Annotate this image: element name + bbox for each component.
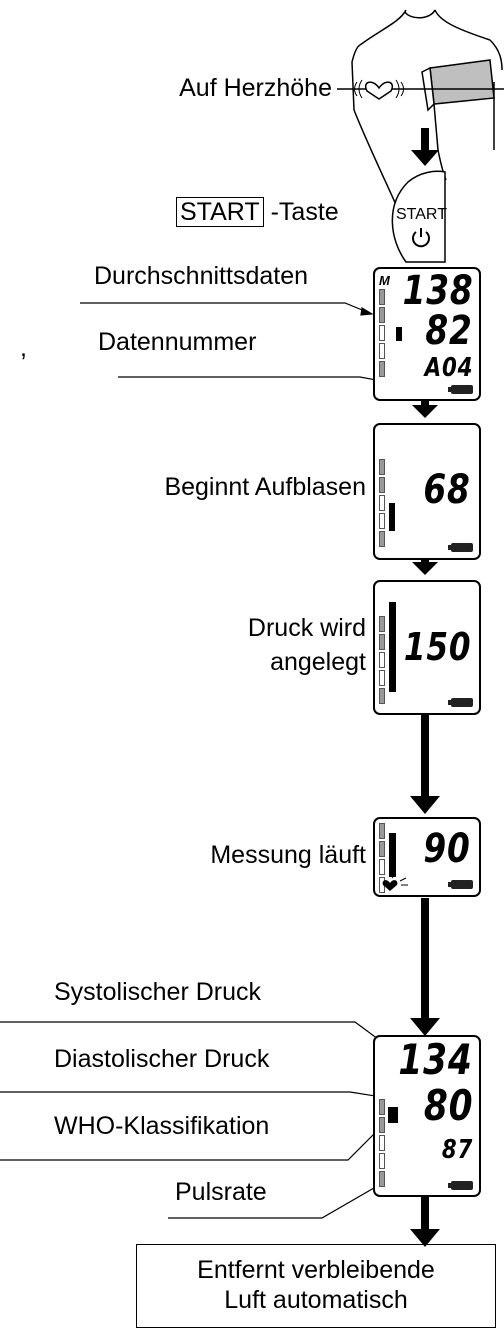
who-label: WHO-Klassifikation	[54, 1112, 270, 1140]
lcd-pressure: 150	[373, 580, 481, 715]
level-mark	[396, 327, 402, 341]
battery-icon	[448, 880, 473, 889]
lcd-value: 90	[423, 826, 471, 872]
lcd-result: 134 80 87	[373, 1035, 481, 1197]
pressure-label-line1: Druck wird	[247, 614, 366, 642]
who-bar-indicator	[379, 459, 385, 549]
lcd-top-value: 138	[402, 268, 473, 314]
lcd-value: 68	[423, 467, 471, 513]
average-data-label: Durchschnittsdaten	[94, 262, 309, 290]
flow-arrows	[410, 128, 440, 1247]
heart-level-label: Auf Herzhöhe	[179, 74, 332, 102]
lcd-diastolic-value: 80	[423, 1081, 473, 1130]
end-step-line1: Entfernt verbleibende	[197, 1256, 435, 1284]
battery-icon	[448, 543, 473, 552]
who-level-mark	[388, 1107, 398, 1123]
cuff-icon	[421, 59, 495, 151]
start-button[interactable]: START	[396, 206, 447, 248]
systolic-label: Systolischer Druck	[54, 978, 261, 1006]
lcd-inflating: 68	[373, 423, 481, 560]
inflating-label: Beginnt Aufblasen	[164, 473, 366, 501]
end-step-box: Entfernt verbleibende Luft automatisch	[136, 1244, 496, 1328]
pressure-bar	[389, 833, 396, 877]
who-bar-indicator	[379, 823, 385, 895]
battery-icon	[448, 1181, 473, 1190]
lcd-value: 150	[403, 625, 471, 669]
start-button-label: START	[396, 206, 447, 223]
power-icon	[412, 228, 430, 248]
start-button-shape	[391, 170, 446, 263]
battery-icon	[448, 385, 473, 394]
end-step-line2: Luft automatisch	[224, 1286, 408, 1314]
lcd-measuring: 90	[373, 817, 481, 897]
pressure-bar	[389, 503, 395, 531]
start-key-box: START	[176, 197, 264, 227]
lcd-middle-value: 82	[425, 308, 473, 354]
lcd-average: M 138 82 A04	[373, 267, 481, 401]
pressure-label-line2: angelegt	[270, 648, 366, 676]
lcd-systolic-value: 134	[398, 1035, 473, 1084]
data-number-label: Datennummer	[98, 328, 257, 356]
measuring-label: Messung läuft	[210, 841, 366, 869]
pressure-bar	[389, 602, 396, 692]
comma-mark: ,	[20, 334, 27, 362]
pulse-heart-icon	[382, 875, 408, 891]
lcd-bottom-value: A04	[424, 353, 473, 383]
start-key-suffix: -Taste	[270, 198, 339, 226]
heart-icon	[365, 81, 393, 100]
diastolic-label: Diastolischer Druck	[54, 1045, 270, 1073]
who-bar-indicator	[379, 1099, 385, 1189]
pulse-label: Pulsrate	[175, 1178, 267, 1206]
memory-indicator: M	[379, 273, 390, 288]
lcd-pulse-value: 87	[441, 1135, 473, 1165]
battery-icon	[448, 698, 473, 707]
who-bar-indicator	[379, 616, 385, 706]
who-bar-indicator	[379, 289, 385, 379]
start-key-label: START -Taste	[176, 197, 339, 227]
